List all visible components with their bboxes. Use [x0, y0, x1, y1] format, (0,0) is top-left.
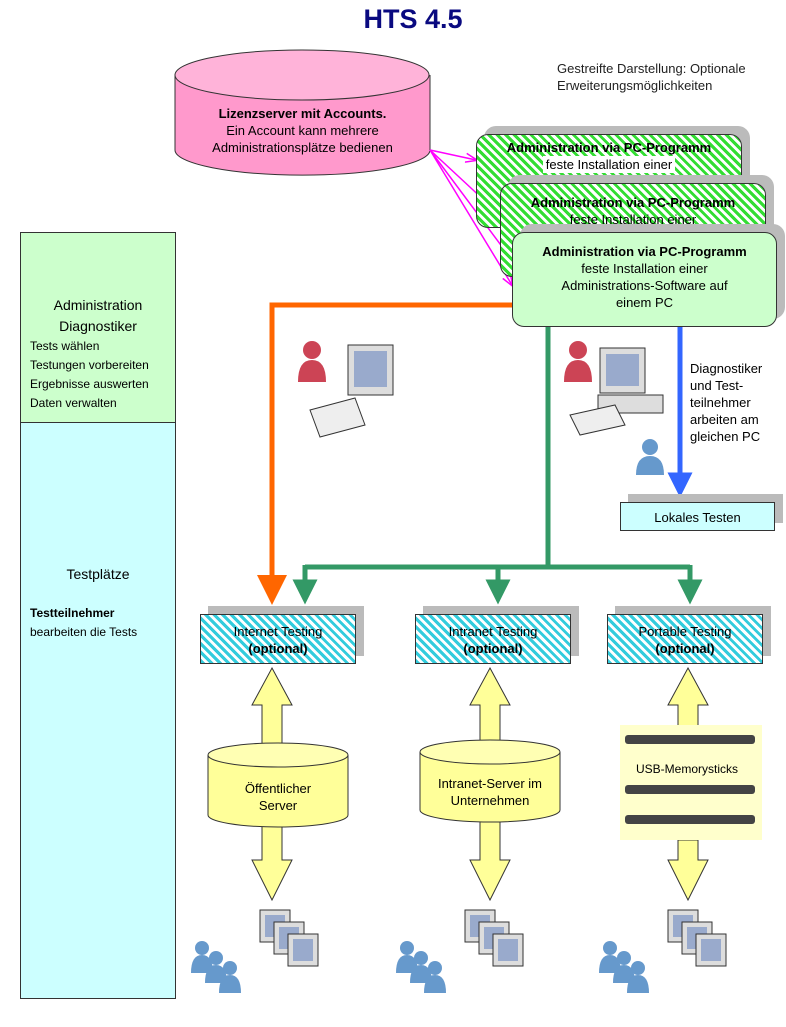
person-icon-red-2	[564, 341, 592, 382]
license-server-cylinder	[174, 49, 431, 176]
yellow-arrows	[251, 666, 709, 902]
testing-text: bearbeiten die Tests	[30, 625, 138, 639]
person-icon-red	[298, 341, 326, 382]
client-cluster-icon	[191, 909, 319, 993]
usb-label: USB-Memorysticks	[636, 762, 739, 776]
workstation-icon	[569, 347, 664, 436]
task-item: Tests wählen	[30, 339, 100, 353]
testing-title: Testplätze	[66, 566, 130, 582]
distribution-arrows	[292, 565, 703, 605]
public-server-cylinder	[207, 742, 349, 828]
admin-title: Administration	[53, 297, 143, 313]
task-item: Daten verwalten	[30, 396, 117, 410]
admin-box: Administration via PC-Programm feste Ins…	[512, 232, 777, 327]
page-title: HTS 4.5	[363, 4, 463, 34]
client-cluster-icon	[599, 909, 727, 993]
admin-panel: Administration Diagnostiker Tests wählen…	[20, 232, 176, 423]
testing-clients	[191, 909, 727, 993]
admin-subtitle: Diagnostiker	[59, 318, 137, 334]
internet-arrow	[257, 302, 512, 605]
license-server: Lizenzserver mit Accounts. Ein Account k…	[212, 106, 393, 155]
testing-panel: Testplätze Testteilnehmer bearbeiten die…	[20, 422, 176, 999]
computer-icon	[309, 344, 394, 438]
task-item: Testungen vorbereiten	[30, 358, 149, 372]
person-icon-blue-2	[636, 439, 664, 475]
task-item: Ergebnisse auswerten	[30, 377, 149, 391]
local-testing-box: Lokales Testen	[620, 502, 775, 531]
intranet-server-cylinder	[419, 739, 561, 823]
testing-bold: Testteilnehmer	[30, 606, 115, 620]
client-cluster-icon	[396, 909, 524, 993]
internet-testing-box: Internet Testing(optional)	[200, 614, 356, 664]
legend-note: Gestreifte Darstellung: Optionale Erweit…	[557, 61, 746, 93]
intranet-testing-box: Intranet Testing(optional)	[415, 614, 571, 664]
portable-testing-box: Portable Testing(optional)	[607, 614, 763, 664]
